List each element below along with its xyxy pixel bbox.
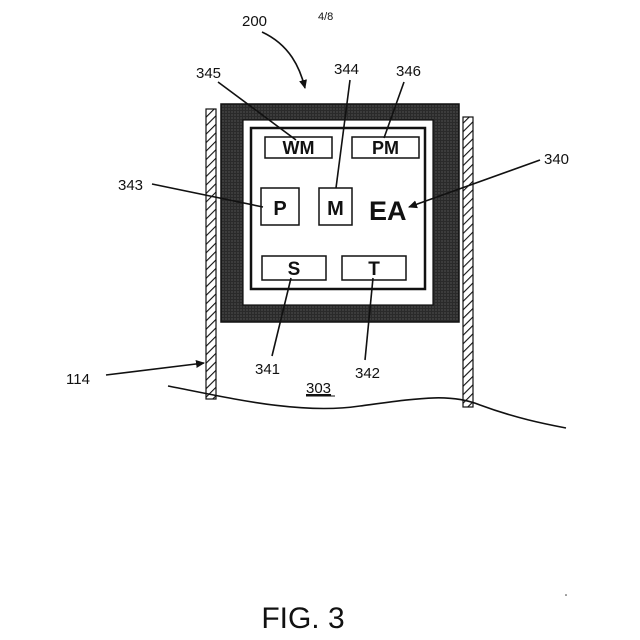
- sheet-number: 4/8: [318, 11, 333, 23]
- ref-344: 344: [334, 61, 359, 78]
- ref-341: 341: [255, 361, 280, 378]
- module-pm-box: PM: [352, 137, 419, 158]
- module-t-label: T: [368, 259, 380, 280]
- module-m-box: M: [319, 188, 352, 225]
- figure-caption: FIG. 3: [261, 602, 344, 635]
- module-p-box: P: [261, 188, 299, 225]
- surface-line: [168, 386, 566, 428]
- ref-343: 343: [118, 177, 143, 194]
- ref-342: 342: [355, 365, 380, 382]
- left-wall: [206, 109, 216, 399]
- ref-114: 114: [66, 371, 90, 388]
- ref-346: 346: [396, 63, 421, 80]
- leader-114: [106, 363, 204, 375]
- module-p-label: P: [273, 198, 286, 220]
- module-wm-box: WM: [265, 137, 332, 158]
- ref-340: 340: [544, 151, 569, 168]
- module-s-box: S: [262, 256, 326, 280]
- module-t-box: T: [342, 256, 406, 280]
- page-speck: [565, 594, 567, 596]
- ref-345: 345: [196, 65, 221, 82]
- module-s-label: S: [288, 259, 301, 280]
- ref-303: 303: [306, 380, 331, 397]
- ea-label: EA: [369, 196, 407, 226]
- module-pm-label: PM: [372, 138, 399, 158]
- right-wall: [463, 117, 473, 407]
- ref-200: 200: [242, 13, 267, 30]
- module-m-label: M: [327, 198, 344, 220]
- module-wm-label: WM: [283, 138, 315, 158]
- leader-200: [262, 32, 305, 88]
